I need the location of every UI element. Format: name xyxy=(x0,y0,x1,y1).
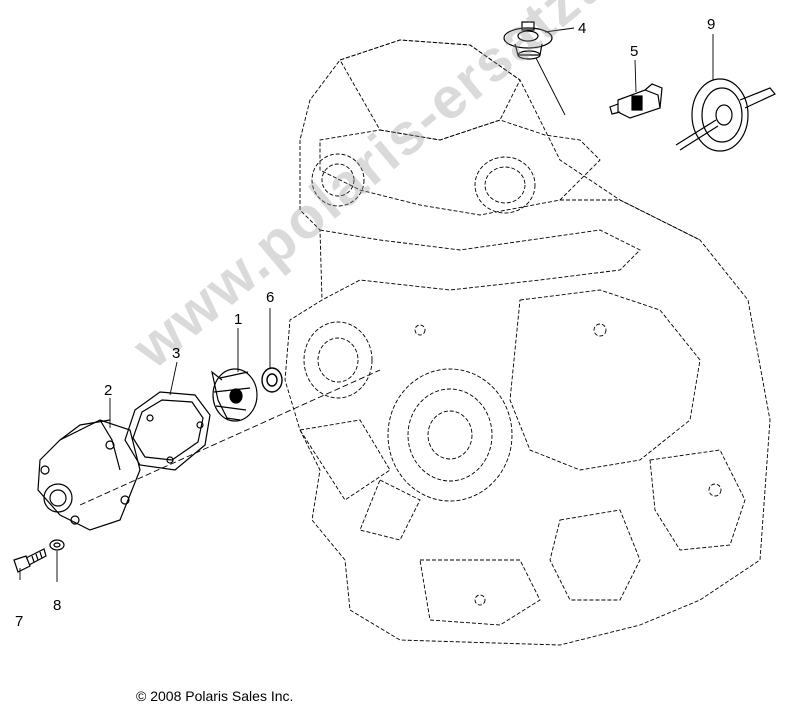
callout-7: 7 xyxy=(15,613,24,630)
callout-9: 9 xyxy=(707,16,716,33)
bolt-part-7 xyxy=(13,548,47,573)
callout-8: 8 xyxy=(53,597,62,614)
pump-cover-part-2 xyxy=(37,419,141,531)
drive-gear-part-9 xyxy=(675,78,776,152)
callout-6: 6 xyxy=(266,289,275,306)
callout-2: 2 xyxy=(104,382,113,399)
callout-1: 1 xyxy=(234,311,243,328)
sensor-part-5 xyxy=(609,83,663,119)
copyright-notice: © 2008 Polaris Sales Inc. xyxy=(136,688,294,704)
thermostat-part-4 xyxy=(503,21,553,60)
impeller-part-1 xyxy=(211,368,258,422)
seal-part-6 xyxy=(261,367,283,393)
leader-lines xyxy=(19,27,714,582)
callout-3: 3 xyxy=(172,345,181,362)
callout-4: 4 xyxy=(578,20,587,37)
gasket-part-3 xyxy=(124,391,211,471)
engine-block xyxy=(284,39,771,646)
callout-5: 5 xyxy=(630,43,639,60)
washer-part-8 xyxy=(49,539,65,551)
